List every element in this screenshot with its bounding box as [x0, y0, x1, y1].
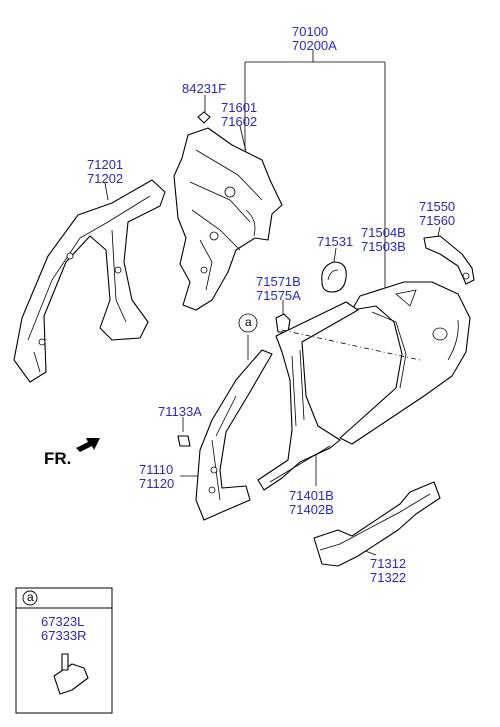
fuel-cap-leader: [333, 247, 337, 263]
label-inset-b: 67333R: [41, 628, 87, 643]
label-side-outer-a: 71401B: [289, 488, 334, 503]
label-bracket-rear-b: 71560: [419, 213, 456, 228]
rear-inner-panel: [173, 127, 283, 311]
label-inset-a: 67323L: [41, 614, 85, 629]
inset-letter: a: [27, 590, 34, 604]
quarter-outer-panel: [339, 281, 471, 445]
rear-bracket: [423, 235, 475, 285]
label-rear-inner-b: 71602: [221, 114, 258, 129]
label-bracket: 84231F: [182, 81, 227, 96]
rear-inner-leader: [239, 125, 247, 153]
callout-letter: a: [245, 315, 252, 329]
label-rear-inner-a: 71601: [221, 100, 258, 115]
callout-circle: [238, 313, 258, 333]
bracket-84231f-part: [197, 111, 211, 124]
label-panel-left-b: 71202: [87, 171, 124, 186]
front-direction-arrow: [76, 438, 100, 452]
side-outer-panel: [257, 301, 359, 491]
inset-circle: [22, 590, 38, 606]
label-assembly-a: 70100: [292, 24, 329, 39]
label-quarter-a: 71504B: [361, 225, 406, 240]
label-panel-left-a: 71201: [87, 157, 124, 172]
bracket-rear-leader: [437, 226, 441, 237]
label-front-pillar-a: 71110: [139, 462, 174, 477]
label-clip: 71133A: [158, 404, 202, 419]
inset-box: [15, 587, 113, 714]
label-assembly-b: 70200A: [292, 38, 337, 53]
label-fuel-cap: 71531: [317, 234, 354, 249]
label-roof-rail-b: 71575A: [256, 288, 301, 303]
label-bracket-rear-a: 71550: [419, 199, 456, 214]
roof-rail-clip: [275, 313, 291, 333]
assembly-leader: [244, 50, 386, 292]
front-direction-label: FR.: [44, 449, 72, 468]
front-pillar-panel: [195, 349, 273, 521]
clip-part: [177, 435, 191, 447]
label-sill-b: 71322: [370, 570, 407, 585]
panel-left-leader: [104, 182, 109, 201]
label-quarter-b: 71503B: [361, 239, 406, 254]
left-side-inner-panel: [13, 179, 166, 383]
label-sill-a: 71312: [370, 556, 407, 571]
inset-part: [53, 663, 89, 695]
label-roof-rail-a: 71571B: [256, 274, 301, 289]
label-front-pillar-b: 71120: [139, 476, 175, 491]
label-side-outer-b: 71402B: [289, 502, 334, 517]
fuel-lid: [321, 261, 347, 293]
